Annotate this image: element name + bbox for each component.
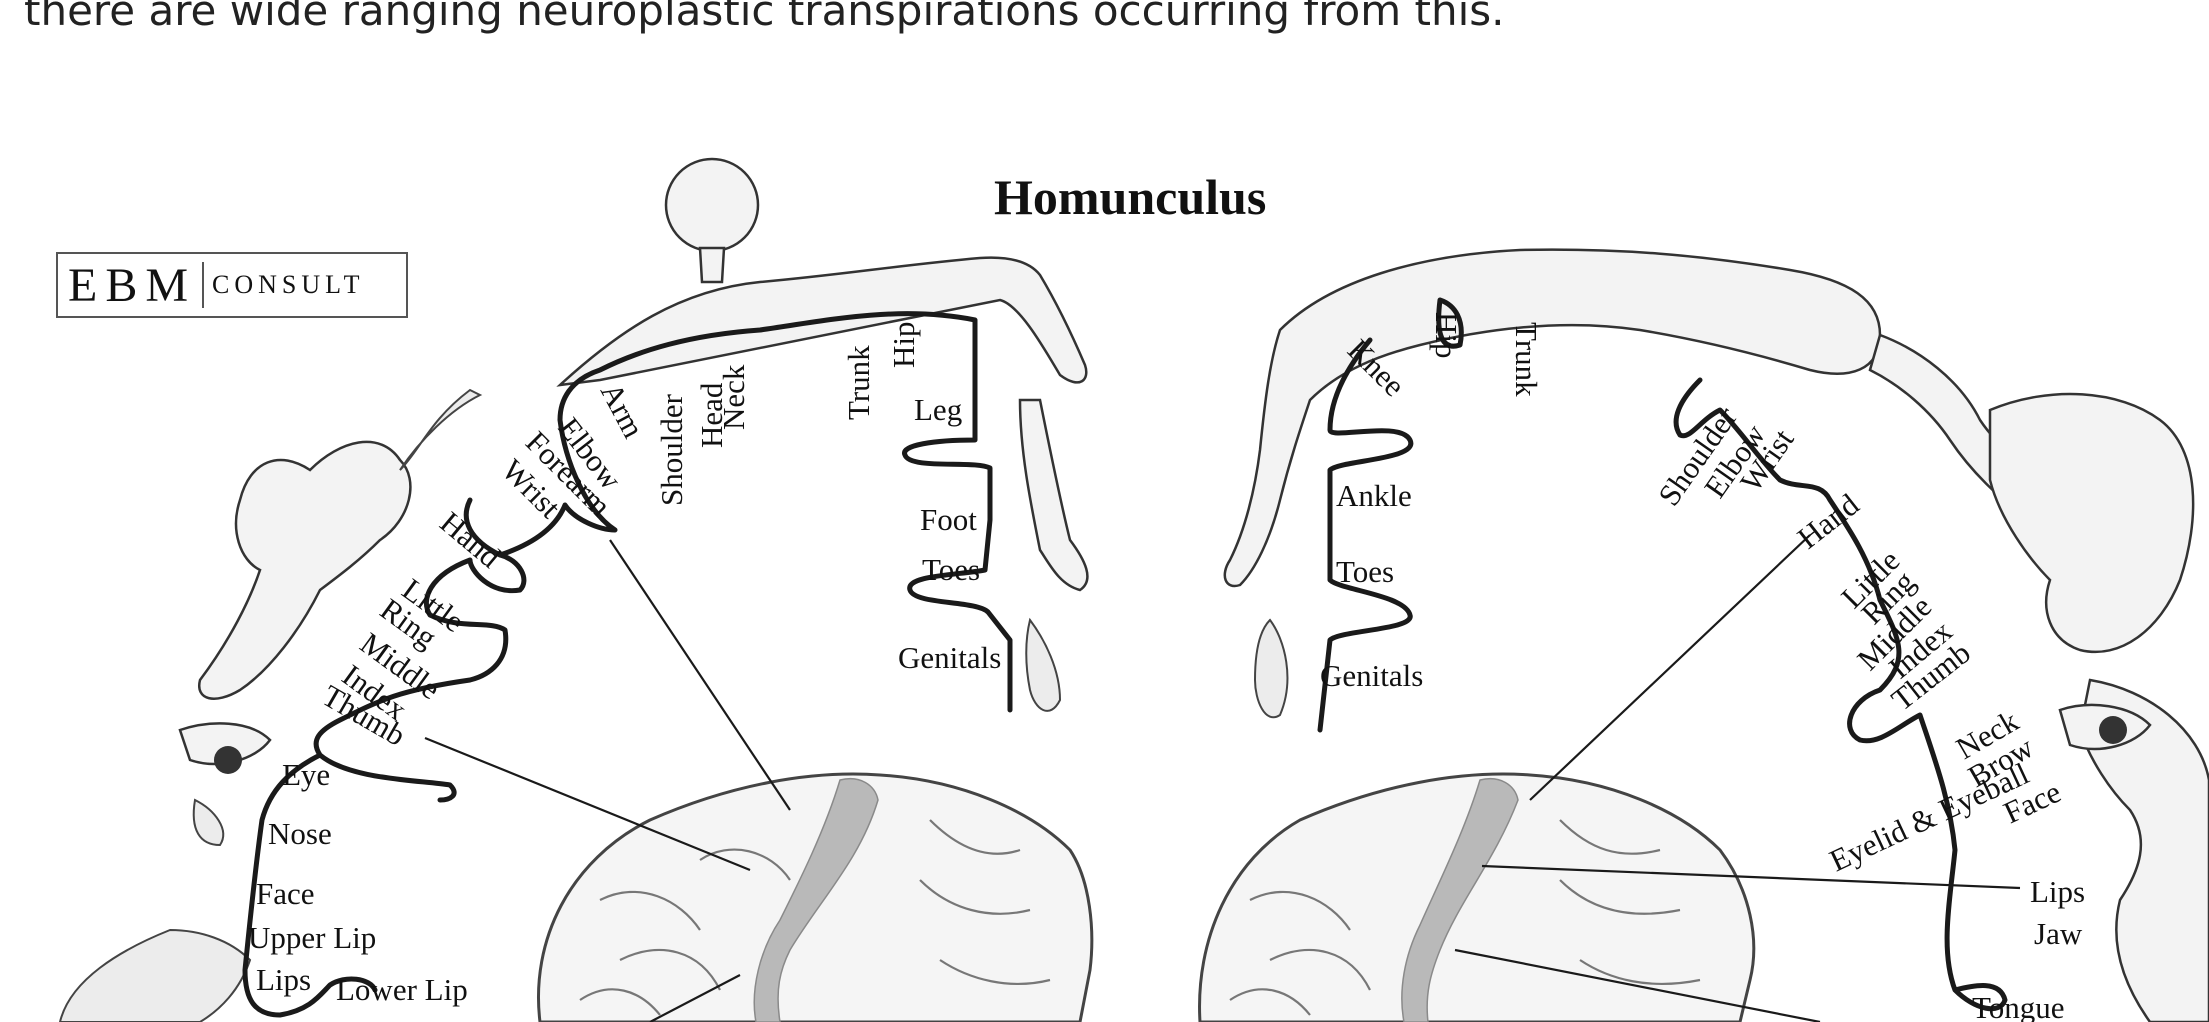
motor-label-lower-lip: Lower Lip (336, 972, 468, 1007)
sensory-label-hip: Hip (1429, 312, 1464, 359)
sensory-label-trunk: Trunk (1509, 322, 1544, 397)
motor-label-lips: Lips (256, 962, 311, 997)
motor-label-genitals: Genitals (898, 640, 1001, 675)
sensory-label-ankle: Ankle (1336, 478, 1412, 513)
sensory-label-genitals: Genitals (1320, 658, 1423, 693)
motor-label-trunk: Trunk (841, 345, 876, 420)
motor-label-eye: Eye (282, 757, 330, 792)
sensory-label-eyelid-eyeball: Eyelid & Eyeball (1824, 756, 2034, 879)
sensory-label-jaw: Jaw (2034, 916, 2083, 951)
motor-label-shoulder: Shoulder (654, 393, 689, 506)
motor-label-hip: Hip (886, 322, 921, 369)
motor-label-upper-lip: Upper Lip (248, 920, 376, 955)
motor-label-face: Face (256, 876, 315, 911)
motor-label-nose: Nose (268, 816, 332, 851)
motor-label-arm: Arm (594, 377, 652, 444)
left-brain (538, 774, 1091, 1022)
sensory-label-tongue: Tongue (1972, 990, 2065, 1022)
leader-hand-right (1530, 535, 1810, 800)
right-brain (1200, 774, 1754, 1022)
leader-forearm (610, 540, 790, 810)
motor-label-neck: Neck (716, 364, 751, 430)
motor-label-foot: Foot (920, 502, 977, 537)
sensory-label-toes: Toes (1336, 554, 1394, 589)
motor-label-toes: Toes (922, 552, 980, 587)
motor-label-leg: Leg (914, 392, 962, 427)
sensory-label-lips: Lips (2030, 874, 2085, 909)
